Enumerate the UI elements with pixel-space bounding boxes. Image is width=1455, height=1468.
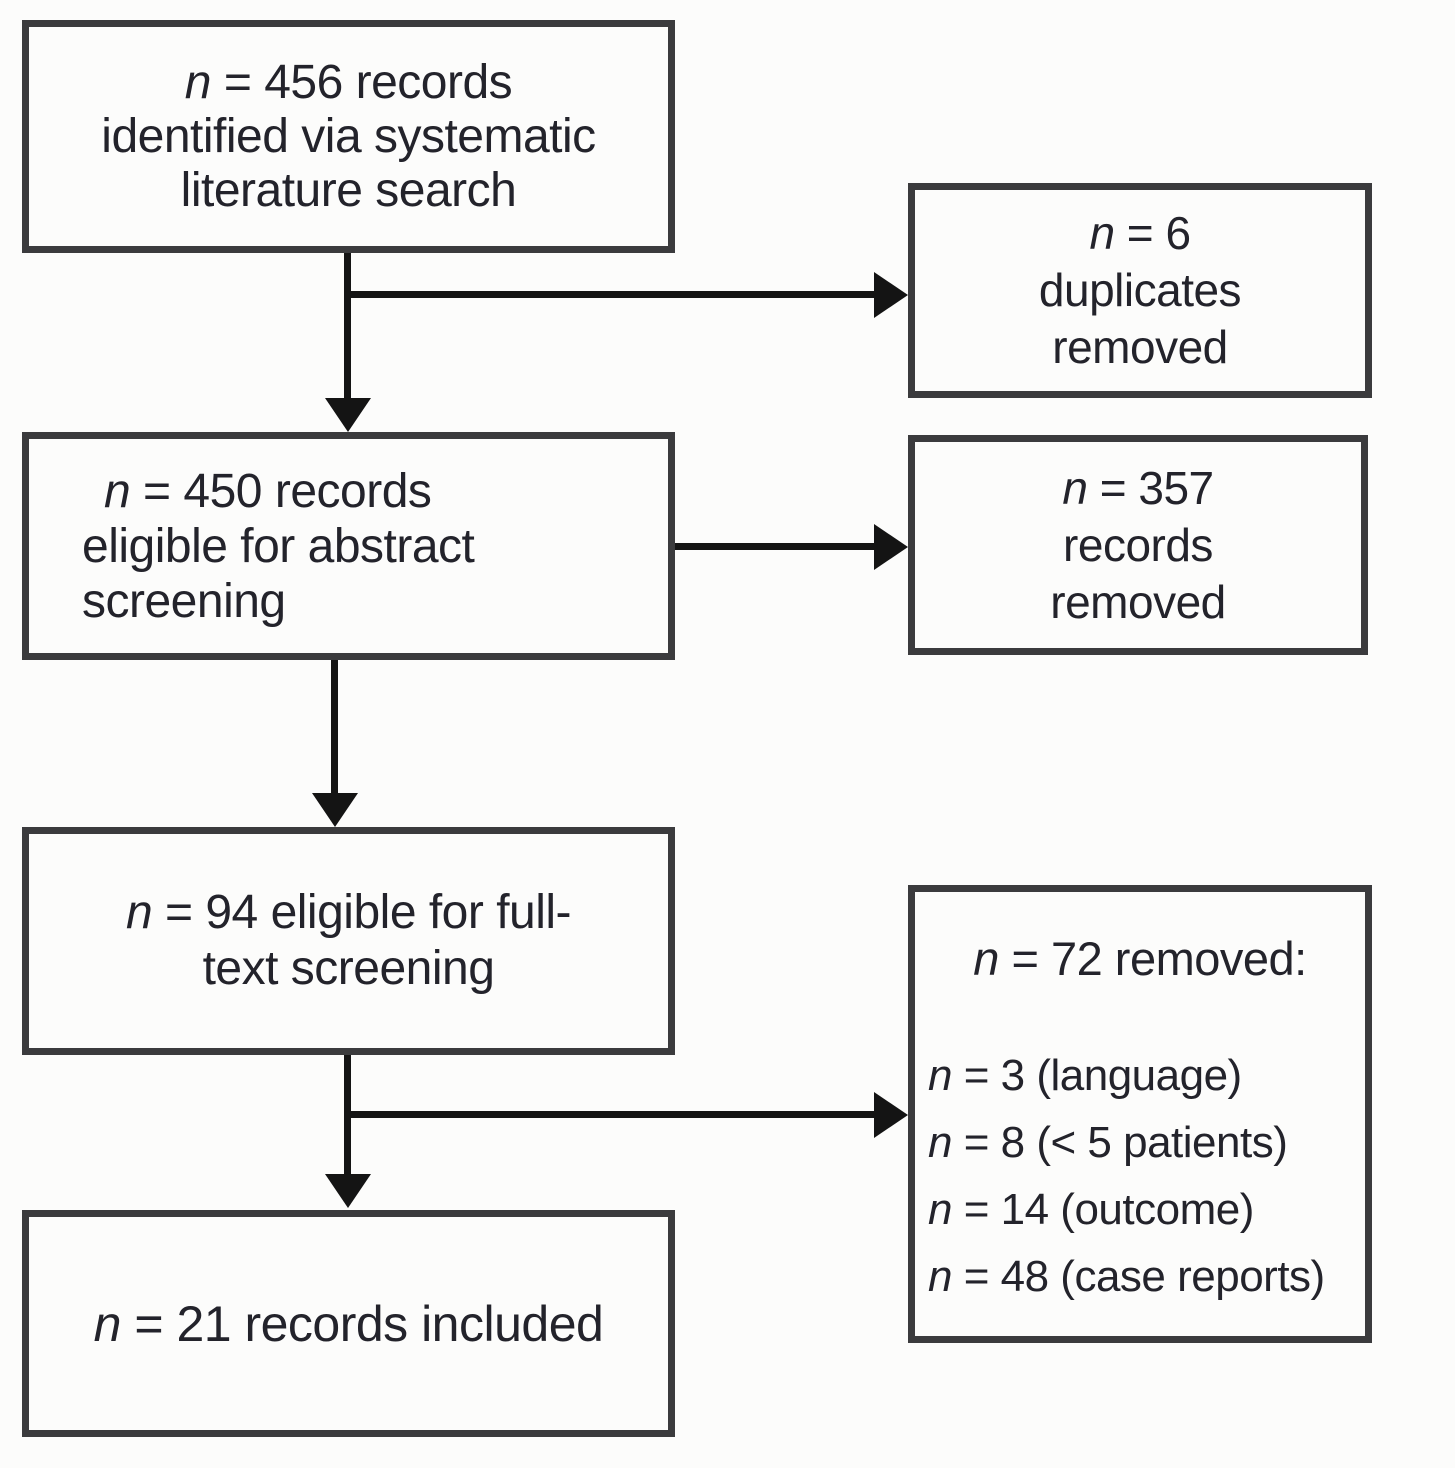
box-line: n = 6 <box>1089 207 1191 259</box>
box-records-removed: n = 357 records removed <box>908 435 1368 655</box>
removal-reason: n = 3 (language) <box>928 1051 1242 1100</box>
connector-identified-to-abstract <box>344 253 351 401</box>
removal-reason-list: n = 3 (language) n = 8 (< 5 patients) n … <box>915 1042 1365 1310</box>
arrowhead-down <box>325 1174 371 1208</box>
box-fulltext-removed: n = 72 removed: n = 3 (language) n = 8 (… <box>908 885 1372 1343</box>
arrowhead-right <box>874 1092 908 1138</box>
box-line: eligible for abstract <box>82 519 475 573</box>
arrowhead-right <box>874 272 908 318</box>
arrowhead-right <box>874 524 908 570</box>
connector-fulltext-to-removed <box>347 1111 875 1118</box>
removal-reason: n = 48 (case reports) <box>928 1252 1325 1301</box>
box-line: identified via systematic <box>101 109 596 163</box>
box-line: n = 456 records <box>184 55 513 109</box>
box-line: text screening <box>202 942 495 995</box>
box-line: literature search <box>180 163 517 217</box>
box-line: removed <box>1050 575 1226 628</box>
arrowhead-down <box>325 398 371 432</box>
removal-reason: n = 14 (outcome) <box>928 1185 1254 1234</box>
box-line: n = 21 records included <box>93 1295 604 1352</box>
arrowhead-down <box>312 793 358 827</box>
box-removal-header: n = 72 removed: <box>973 932 1307 985</box>
box-line: removed <box>1052 321 1228 373</box>
box-line: n = 357 <box>1062 461 1214 514</box>
box-line: records <box>1063 518 1213 571</box>
box-records-included: n = 21 records included <box>22 1210 675 1437</box>
connector-identified-to-duplicates <box>347 291 875 298</box>
box-line: duplicates <box>1038 264 1242 316</box>
box-line: n = 94 eligible for full- <box>125 886 572 939</box>
box-abstract-screening: n = 450 records eligible for abstract sc… <box>22 432 675 660</box>
connector-abstract-to-fulltext <box>331 660 338 796</box>
box-duplicates-removed: n = 6 duplicates removed <box>908 183 1372 398</box>
box-fulltext-screening: n = 94 eligible for full- text screening <box>22 827 675 1055</box>
box-line: screening <box>82 574 286 628</box>
removal-reason: n = 8 (< 5 patients) <box>928 1118 1288 1167</box>
connector-abstract-to-removed <box>675 543 875 550</box>
box-line: n = 450 records <box>104 464 432 518</box>
box-records-identified: n = 456 records identified via systemati… <box>22 20 675 253</box>
